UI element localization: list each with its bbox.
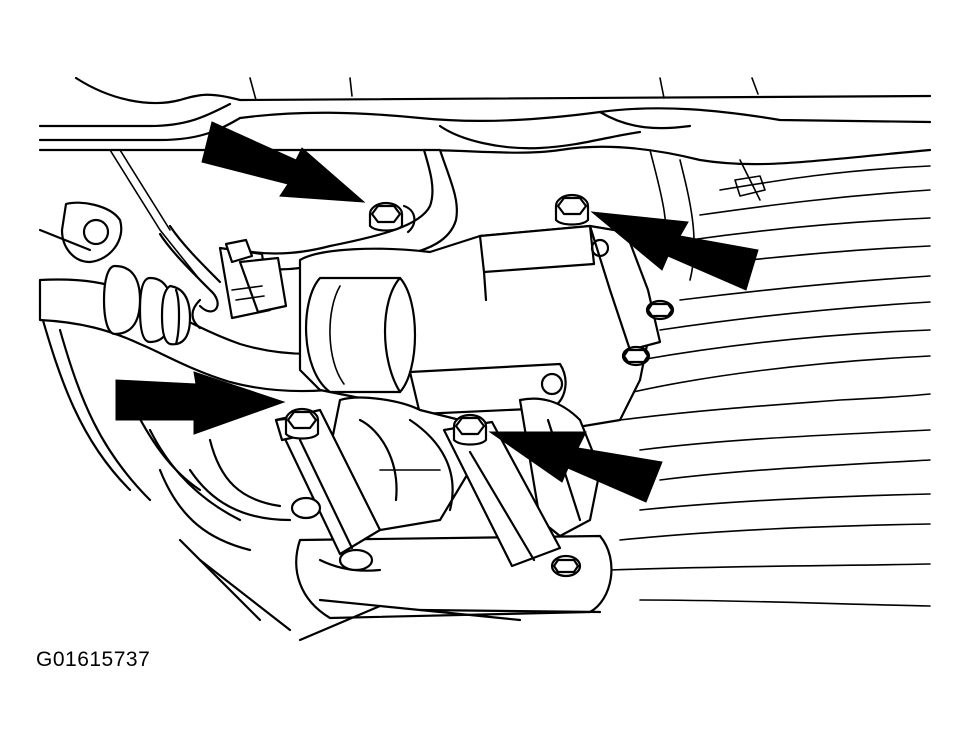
electrical-connector [218, 238, 288, 320]
left-structure [38, 149, 292, 632]
arrow-lower-right-bolt [488, 431, 663, 503]
bolt-lower-right [452, 413, 488, 446]
figure-code-label: G01615737 [36, 648, 151, 671]
arrow-upper-right-bolt [590, 211, 759, 291]
bolt-upper-right [554, 193, 590, 226]
arrow-lower-left-bolt [115, 371, 286, 435]
pump-housing [295, 224, 662, 642]
bolt-lower-left [284, 407, 320, 440]
secondary-bolts [290, 299, 675, 578]
right-contour-lines [609, 149, 931, 607]
bolt-upper-left [368, 201, 416, 234]
upper-body-rail [38, 76, 932, 166]
arrow-upper-left-bolt [201, 121, 366, 203]
